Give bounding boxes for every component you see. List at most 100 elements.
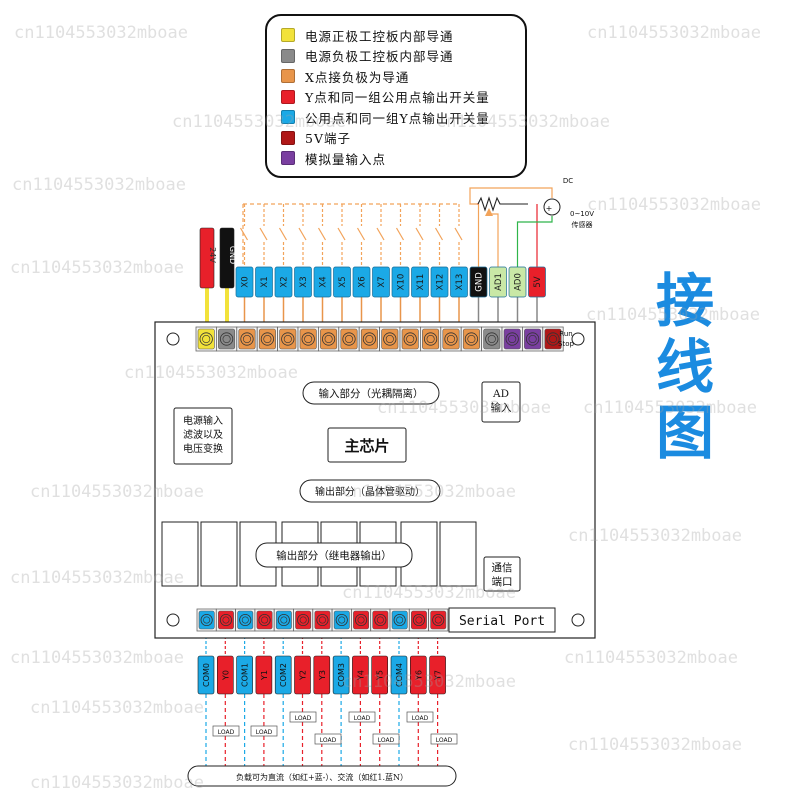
bottom-screw-terminal-screw-inner xyxy=(376,616,384,624)
main-chip-box xyxy=(327,427,407,463)
x-switch-blade xyxy=(356,227,366,241)
load-label: LOAD xyxy=(412,715,429,722)
load-label: LOAD xyxy=(320,737,337,744)
legend-label: 公用点和同一组Y点输出开关量 xyxy=(305,110,490,126)
legend-swatch xyxy=(281,69,295,83)
power-lead-label: GND xyxy=(228,246,237,264)
mount-hole xyxy=(571,613,585,627)
bottom-screw-terminal-screw-inner xyxy=(357,616,365,624)
pot-wiper-wire xyxy=(489,213,499,267)
bottom-screw-terminal xyxy=(408,608,429,632)
bottom-screw-terminal-screw-inner xyxy=(241,616,249,624)
bottom-screw-terminal xyxy=(350,608,372,632)
top-plug-terminal xyxy=(313,266,332,298)
sensor-signal-wire xyxy=(516,216,553,267)
sensor-icon xyxy=(543,198,561,216)
bottom-screw-terminal-screw xyxy=(412,613,426,627)
top-screw-terminal-color xyxy=(503,328,521,350)
x-switch-blade xyxy=(376,227,385,241)
top-screw-terminal-color xyxy=(218,328,236,350)
top-screw-terminal-screw-inner xyxy=(548,334,557,343)
legend-label: 电源正极工控板内部导通 xyxy=(305,28,454,44)
terminal-layer xyxy=(195,227,564,745)
bottom-plug-terminal xyxy=(217,655,234,695)
legend-item: 公用点和同一组Y点输出开关量 xyxy=(281,108,490,126)
top-screw-terminal xyxy=(317,326,340,352)
load-box xyxy=(212,725,240,737)
bottom-screw-terminal-screw xyxy=(374,613,387,627)
top-screw-terminal-screw xyxy=(260,332,274,346)
load-label: LOAD xyxy=(295,715,312,722)
ad-input-label: 输入 xyxy=(491,401,512,414)
bottom-plug-label: COM1 xyxy=(241,663,250,687)
bottom-screw-terminal xyxy=(331,608,352,632)
wires-layer xyxy=(205,187,561,766)
top-screw-terminal-screw-inner xyxy=(406,334,415,343)
bottom-screw-terminal-screw xyxy=(335,613,348,627)
bottom-plug-label: Y5 xyxy=(376,670,385,681)
bottom-screw-terminal-screw-inner xyxy=(203,616,211,624)
bottom-screw-terminal-screw xyxy=(219,613,233,627)
x-switch-blade xyxy=(395,227,405,241)
top-screw-terminal-screw-inner xyxy=(263,334,272,343)
mount-hole xyxy=(571,332,585,346)
top-screw-terminal-screw-inner xyxy=(385,334,394,343)
top-plug-terminal xyxy=(372,266,390,298)
bottom-screw-terminal xyxy=(312,608,333,632)
comm-port-label: 端口 xyxy=(492,575,513,588)
serial-port-label: Serial Port xyxy=(459,614,545,629)
top-plug-label: X1 xyxy=(260,276,270,287)
sensor-dc-label: DC xyxy=(563,177,573,185)
input-section-box xyxy=(302,381,440,405)
top-plug-label: X6 xyxy=(358,276,368,287)
top-screw-terminal-screw-inner xyxy=(222,334,231,343)
top-screw-terminal-screw xyxy=(362,332,376,346)
bottom-plug-terminal xyxy=(294,655,311,695)
power-lead-label: 24V xyxy=(208,247,217,263)
bottom-plug-terminal xyxy=(390,655,408,695)
top-screw-terminal-screw xyxy=(281,332,295,346)
top-screw-terminal-screw-inner xyxy=(446,334,455,343)
top-plug-label: AD1 xyxy=(494,273,504,291)
top-screw-terminal-screw xyxy=(423,332,438,346)
top-plug-terminal xyxy=(489,266,507,298)
bottom-plug-label: Y3 xyxy=(318,670,327,681)
top-screw-terminal-color xyxy=(422,328,440,350)
power-block-label: 电压变换 xyxy=(183,442,223,455)
top-plug-terminal xyxy=(352,266,371,298)
title-char: 线 xyxy=(655,333,714,401)
relay-output-box xyxy=(255,542,413,568)
top-screw-terminal xyxy=(358,326,381,352)
potentiometer-icon xyxy=(477,196,528,212)
footer-note-box xyxy=(187,765,457,787)
bottom-screw-terminal-screw-inner xyxy=(299,616,307,624)
top-screw-terminal-screw xyxy=(321,332,336,346)
top-screw-terminal-color xyxy=(197,328,215,350)
top-screw-terminal xyxy=(215,326,238,352)
main-chip-label: 主芯片 xyxy=(344,437,389,455)
top-screw-terminal-screw-inner xyxy=(365,334,374,343)
bottom-plug-terminal xyxy=(197,655,215,695)
bottom-plug-label: COM0 xyxy=(202,663,211,687)
footer-note: 负载可为直流（如红+蓝-）、交流（如红1.蓝N） xyxy=(236,772,408,782)
load-label: LOAD xyxy=(218,729,235,736)
bottom-screw-terminal xyxy=(196,608,217,632)
top-screw-terminal xyxy=(460,326,483,352)
bottom-plug-terminal xyxy=(352,655,369,695)
top-plug-label: X0 xyxy=(241,276,251,287)
top-screw-terminal xyxy=(481,326,503,352)
bottom-plug-label: Y4 xyxy=(356,670,365,681)
top-plug-terminal xyxy=(274,266,293,298)
bottom-screw-terminal xyxy=(428,608,449,632)
top-plug-terminal xyxy=(255,266,273,298)
bottom-screw-terminal-screw xyxy=(393,613,406,627)
top-screw-terminal-screw xyxy=(199,332,213,346)
ad-input-label: AD xyxy=(492,388,509,400)
top-plug-terminal xyxy=(294,266,312,298)
sensor-range-label: 0~10V xyxy=(570,210,594,218)
top-screw-terminal xyxy=(277,326,299,352)
diagram-title: 接线图 xyxy=(650,268,720,466)
bottom-screw-terminal-screw xyxy=(297,613,310,627)
bottom-screw-terminal-screw-inner xyxy=(222,616,230,624)
